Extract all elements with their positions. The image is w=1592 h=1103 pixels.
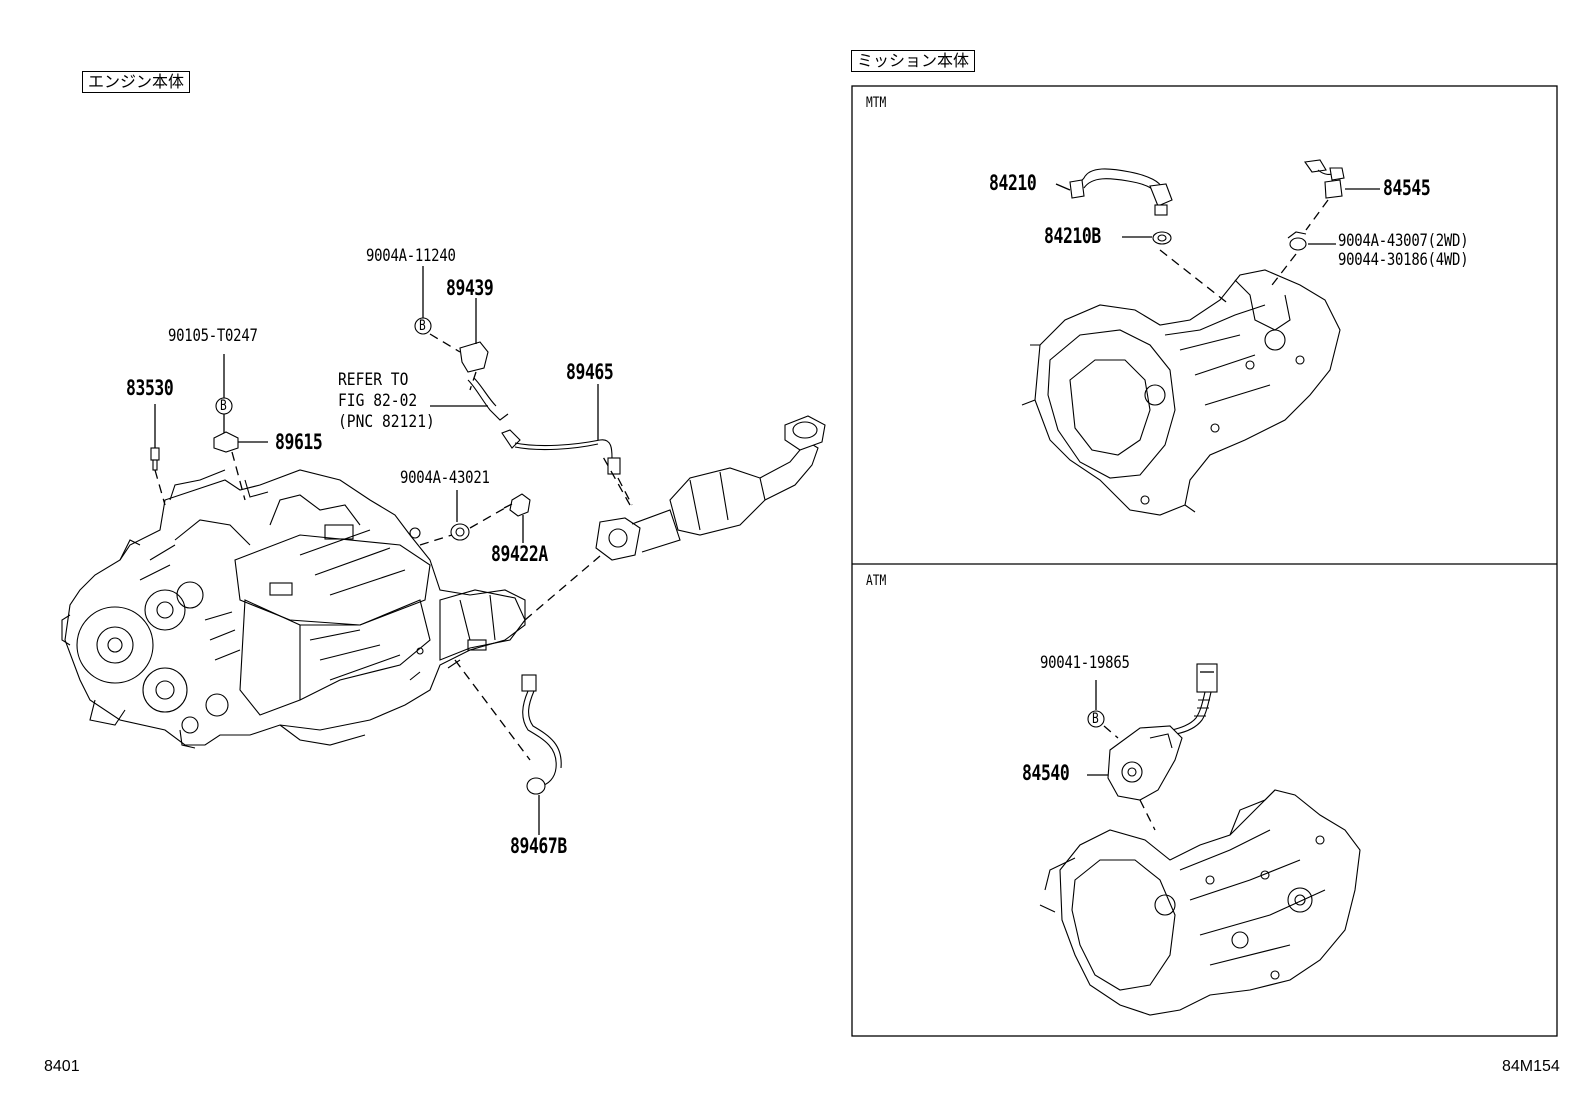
- refer-to-note[interactable]: REFER TO FIG 82-02 (PNC 82121): [338, 370, 435, 433]
- mtm-panel-label: MTM: [866, 95, 887, 111]
- atm-panel-label: ATM: [866, 573, 887, 589]
- refer-line-2: FIG 82-02: [338, 391, 418, 411]
- catalytic-converter-drawing: [454, 415, 826, 761]
- figure-code: 84M154: [1502, 1058, 1560, 1075]
- transmission-frame: [851, 85, 1558, 1037]
- page-code: 8401: [44, 1058, 80, 1075]
- part-label-9004a-43021[interactable]: 9004A-43021: [400, 468, 490, 488]
- part-label-83530[interactable]: 83530: [126, 376, 174, 400]
- part-89467b-drawing: [521, 674, 562, 835]
- part-label-89439[interactable]: 89439: [446, 276, 494, 300]
- bolt-b-marker-11240: B: [419, 318, 426, 334]
- engine-illustration: [61, 469, 526, 749]
- part-label-9004a-11240[interactable]: 9004A-11240: [366, 246, 456, 266]
- part-83530-drawing: [150, 404, 166, 506]
- transmission-section-title: ミッション本体: [851, 50, 976, 72]
- part-label-90041-19865[interactable]: 90041-19865: [1040, 653, 1130, 673]
- part-label-90044-30186[interactable]: 90044-30186(4WD): [1338, 250, 1469, 270]
- part-89465-drawing: [501, 384, 633, 506]
- atm-drawing: [1039, 663, 1361, 1016]
- part-label-90105-t0247[interactable]: 90105-T0247: [168, 326, 258, 346]
- part-label-84210b[interactable]: 84210B: [1044, 224, 1101, 248]
- refer-line-3: (PNC 82121): [338, 412, 435, 432]
- part-89439-drawing: [414, 266, 509, 421]
- part-label-84545[interactable]: 84545: [1383, 176, 1431, 200]
- bolt-b-marker-90105: B: [220, 398, 227, 414]
- part-90105-89615-drawing: [213, 354, 268, 501]
- part-label-89615[interactable]: 89615: [275, 430, 323, 454]
- part-label-89422a[interactable]: 89422A: [491, 542, 548, 566]
- engine-section-title: エンジン本体: [82, 71, 191, 93]
- part-label-89465[interactable]: 89465: [566, 360, 614, 384]
- part-89422a-drawing: [419, 490, 531, 546]
- bolt-b-marker-19865: B: [1092, 711, 1099, 727]
- part-label-84540[interactable]: 84540: [1022, 761, 1070, 785]
- part-label-84210[interactable]: 84210: [989, 171, 1037, 195]
- mtm-drawing: [1021, 159, 1380, 516]
- part-label-89467b[interactable]: 89467B: [510, 834, 567, 858]
- refer-line-1: REFER TO: [338, 370, 409, 390]
- part-label-9004a-43007[interactable]: 9004A-43007(2WD): [1338, 231, 1469, 251]
